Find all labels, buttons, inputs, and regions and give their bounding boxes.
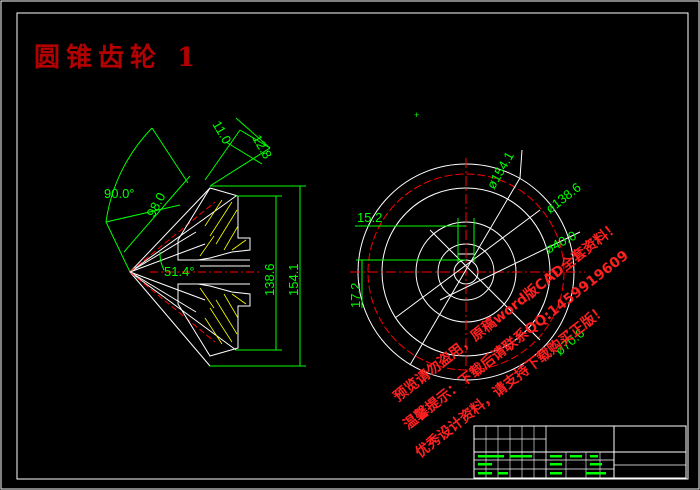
cone-line-7	[129, 271, 206, 301]
dim-text-phi138: ø138.6	[543, 180, 584, 217]
angle-arc-51	[159, 251, 165, 271]
cone-line-5	[129, 231, 197, 273]
dim-text-138-6: 138.6	[262, 263, 277, 296]
cone-line-3	[129, 195, 237, 273]
dim-text-17-2: 17.2	[348, 283, 363, 308]
dim-text-15-2: 15.2	[357, 210, 382, 225]
title-block	[473, 425, 687, 479]
dim-line-11	[225, 141, 263, 165]
leader-phi70	[429, 229, 541, 341]
cone-line-8	[129, 243, 206, 273]
angle-arc-90	[105, 127, 153, 273]
pitch-line-lower	[129, 271, 216, 343]
leader-phi154	[409, 177, 521, 366]
inner-frame	[16, 12, 689, 480]
drawing-title: 圆锥齿轮 1	[34, 43, 201, 73]
ext-line-lower	[105, 204, 181, 223]
leader-12	[235, 117, 271, 149]
ext-line-upper	[151, 127, 189, 184]
ext-line-11	[204, 129, 241, 181]
pitch-line-upper	[129, 201, 216, 273]
dim-line-12	[239, 129, 271, 149]
dim-text-51: 51.4°	[164, 264, 195, 279]
cone-line-4	[129, 271, 237, 351]
title-block-text-marks	[478, 455, 606, 475]
leader-phi40	[439, 231, 581, 301]
section-hatching	[199, 199, 247, 345]
cone-line-2	[129, 271, 211, 367]
cone-line-6	[129, 271, 197, 313]
dim-text-12-8: 12.8	[249, 132, 275, 161]
dim-text-90: 90.0°	[104, 186, 135, 201]
marker-glyph: +	[414, 110, 419, 120]
cone-line-1	[129, 187, 211, 273]
ext-line-12	[209, 147, 271, 187]
leader-phi138	[394, 209, 541, 319]
gear-section-view: 12.8 11.0 90.0° 98.0 51.4° 138.6 154.1	[104, 117, 306, 367]
dim-line-98	[123, 175, 191, 253]
watermark-line-3: 优秀设计资料，请支持下载购买正版！	[412, 301, 610, 461]
circle-pitch	[367, 173, 565, 371]
dim-text-154-1: 154.1	[286, 263, 301, 296]
watermark-overlay: 预览请勿盗用，原稿word版CAD全套资料！ 温馨提示：下载后请联系QQ:145…	[390, 218, 632, 461]
leader-phi154-tail	[519, 149, 523, 179]
